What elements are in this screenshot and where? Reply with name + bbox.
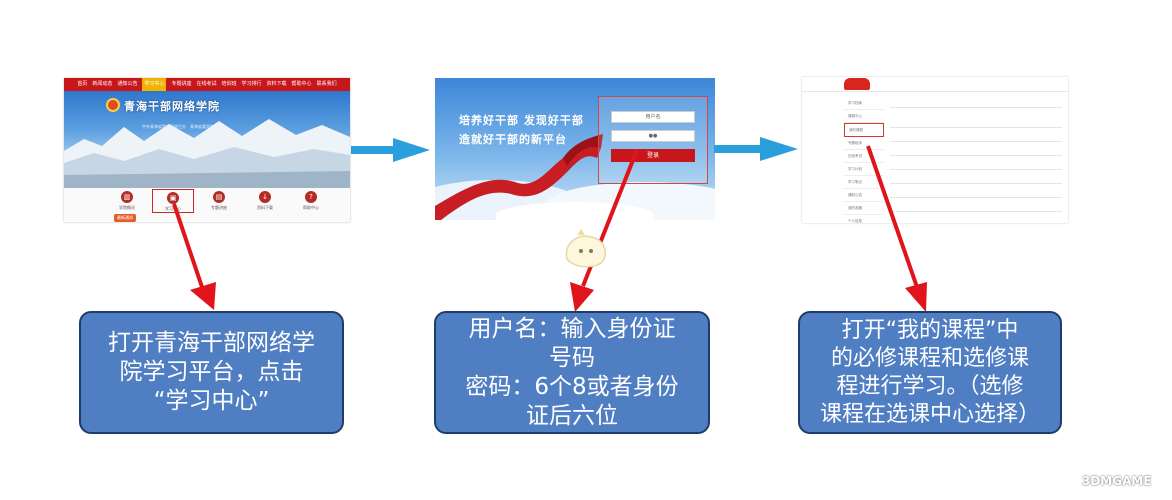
nav-item[interactable]: 专题讲座	[171, 81, 192, 87]
nav-item[interactable]: 通知公告	[117, 81, 138, 87]
watermark-text: 3DMGAME	[1082, 474, 1152, 488]
username-input[interactable]: 用户名	[611, 111, 695, 123]
entry-download[interactable]: ↓ 资料下载	[257, 191, 273, 210]
nav-item[interactable]: 培训班	[221, 81, 237, 87]
blue-arrow-2	[714, 137, 798, 161]
snow-mountains-illustration	[64, 119, 350, 188]
nav-item[interactable]: 学习中心	[142, 78, 167, 91]
sidebar-item[interactable]: 我的课程	[844, 123, 884, 137]
red-arrow-3	[866, 145, 927, 312]
nav-item[interactable]: 帮助中心	[291, 81, 312, 87]
sidebar-item[interactable]: 专题培训	[844, 137, 884, 150]
sidebar-item[interactable]: 学习计划	[844, 163, 884, 176]
quick-entry-row: ▥ 学院概况 ▣ 学习中心 ▤ 专题讲座 ↓ 资料下载 ? 帮助中心	[64, 188, 350, 222]
nav-item[interactable]: 联系我们	[316, 81, 337, 87]
study-center-icon: ▣	[167, 192, 179, 204]
top-nav-bar: 首页新闻动态通知公告学习中心专题讲座在线考试培训班学习排行资料下载帮助中心联系我…	[64, 78, 350, 91]
nav-item[interactable]: 学习排行	[241, 81, 262, 87]
lecture-icon: ▤	[213, 191, 225, 203]
academy-logo-icon	[106, 98, 120, 112]
sidebar-item[interactable]: 学习档案	[844, 97, 884, 110]
nav-item[interactable]: 资料下载	[266, 81, 287, 87]
academy-seal-icon	[844, 78, 870, 90]
password-input[interactable]: ●●	[611, 130, 695, 142]
nav-item[interactable]: 新闻动态	[92, 81, 113, 87]
courses-top-bar	[802, 77, 1068, 92]
homepage-screenshot: 首页新闻动态通知公告学习中心专题讲座在线考试培训班学习排行资料下载帮助中心联系我…	[64, 78, 350, 222]
sidebar-item[interactable]: 个人信息	[844, 215, 884, 223]
courses-table	[890, 97, 1062, 217]
sidebar-item[interactable]: 课程中心	[844, 110, 884, 123]
mascot-watermark-icon	[565, 229, 607, 268]
step3-instruction-box: 打开“我的课程”中 的必修课程和选修课 程进行学习。（选修 课程在选课中心选择）	[798, 311, 1062, 434]
site-title: 青海干部网络学院	[124, 100, 220, 113]
courses-sidebar: 学习档案课程中心我的课程专题培训在线考试学习计划学习笔记通知公告我的收藏个人信息	[844, 97, 884, 223]
my-courses-screenshot: 学习档案课程中心我的课程专题培训在线考试学习计划学习笔记通知公告我的收藏个人信息	[802, 77, 1068, 223]
sidebar-item[interactable]: 我的收藏	[844, 202, 884, 215]
sidebar-item[interactable]: 通知公告	[844, 189, 884, 202]
entry-study-center[interactable]: ▣ 学习中心	[152, 189, 194, 213]
help-icon: ?	[305, 191, 317, 203]
nav-item[interactable]: 首页	[77, 81, 88, 87]
blue-arrow-1	[351, 138, 430, 162]
download-icon: ↓	[259, 191, 271, 203]
sidebar-item[interactable]: 学习笔记	[844, 176, 884, 189]
entry-help[interactable]: ? 帮助中心	[303, 191, 319, 210]
slogan-line-2: 造就好干部的新平台	[459, 133, 567, 146]
nav-item[interactable]: 在线考试	[196, 81, 217, 87]
red-arrow-1	[172, 203, 216, 310]
step1-instruction-box: 打开青海干部网络学 院学习平台，点击 “学习中心”	[79, 311, 344, 434]
entry-about[interactable]: ▥ 学院概况	[119, 191, 135, 210]
mountain-banner: 青海干部网络学院 中共青海省委组织部主办 青海省委党校承办	[64, 91, 350, 188]
slogan-line-1: 培养好干部 发现好干部	[459, 114, 584, 127]
step2-instruction-box: 用户名：输入身份证 号码 密码：6个8或者身份 证后六位	[434, 311, 710, 434]
entry-lecture[interactable]: ▤ 专题讲座	[211, 191, 227, 210]
sidebar-item[interactable]: 在线考试	[844, 150, 884, 163]
site-subtitle: 中共青海省委组织部主办 青海省委党校承办	[142, 124, 222, 129]
latest-notice-tag: 最新通知	[114, 214, 136, 222]
building-icon: ▥	[121, 191, 133, 203]
